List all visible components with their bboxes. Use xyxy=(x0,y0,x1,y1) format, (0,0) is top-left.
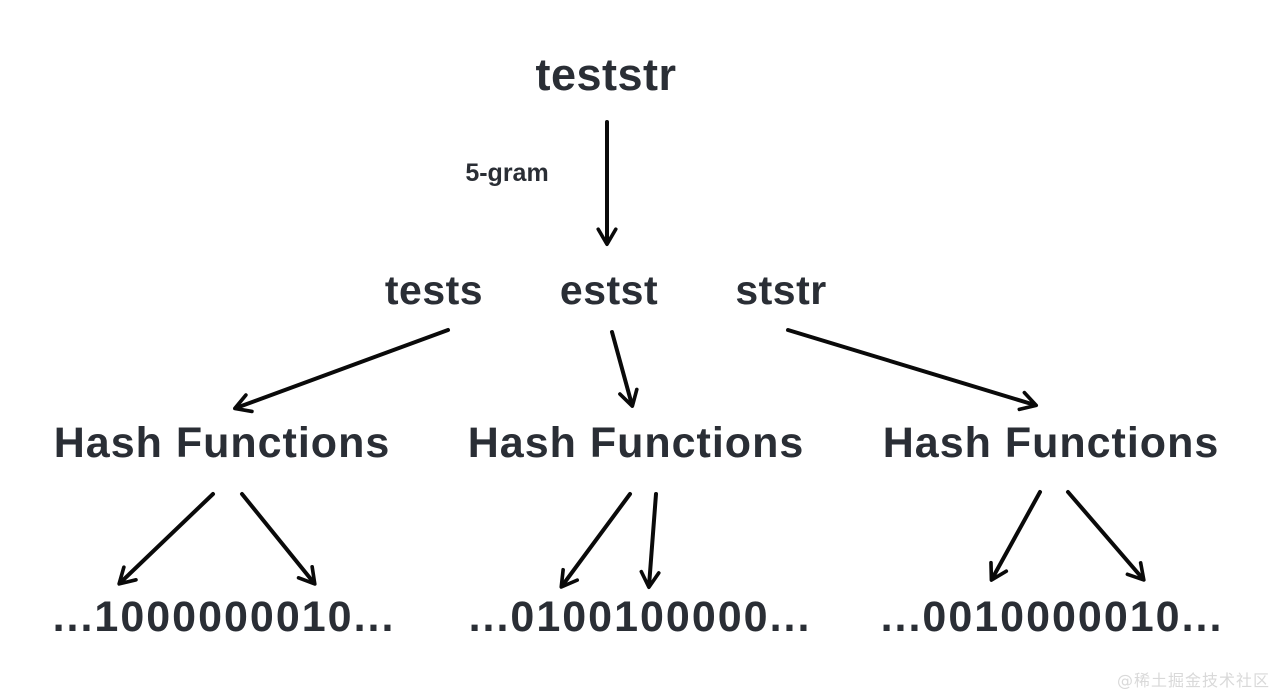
ngram-ststr-label: ststr xyxy=(735,267,827,313)
hash-functions-label-1: Hash Functions xyxy=(53,419,391,467)
ngram-estst-label: estst xyxy=(559,267,659,313)
bit-array-label-2: ...0100100000... xyxy=(468,593,812,641)
arrow-hash3-to-bits3-right xyxy=(1066,490,1146,582)
arrow-hash1-to-bits1-right xyxy=(240,492,317,586)
hash-functions-label-2: Hash Functions xyxy=(467,419,805,467)
arrow-hash1-to-bits1-left xyxy=(117,492,215,586)
bit-array-label-1: ...1000000010... xyxy=(52,593,396,641)
root-string-label: teststr xyxy=(535,49,677,100)
hash-functions-label-3: Hash Functions xyxy=(882,419,1220,467)
watermark-text: @稀土掘金技术社区 xyxy=(1116,671,1270,690)
arrow-hash2-to-bits2-right xyxy=(639,492,661,590)
arrow-hash2-to-bits2-left xyxy=(559,492,632,589)
arrow-hash3-to-bits3-left xyxy=(989,490,1042,582)
bit-array-label-3: ...0010000010... xyxy=(880,593,1224,641)
ngram-tests-label: tests xyxy=(384,267,484,313)
arrow-estst-to-hash2 xyxy=(610,330,639,409)
ngram-edge-label: 5-gram xyxy=(465,159,549,187)
arrow-tests-to-hash1 xyxy=(233,328,450,414)
arrow-ststr-to-hash3 xyxy=(786,328,1039,412)
